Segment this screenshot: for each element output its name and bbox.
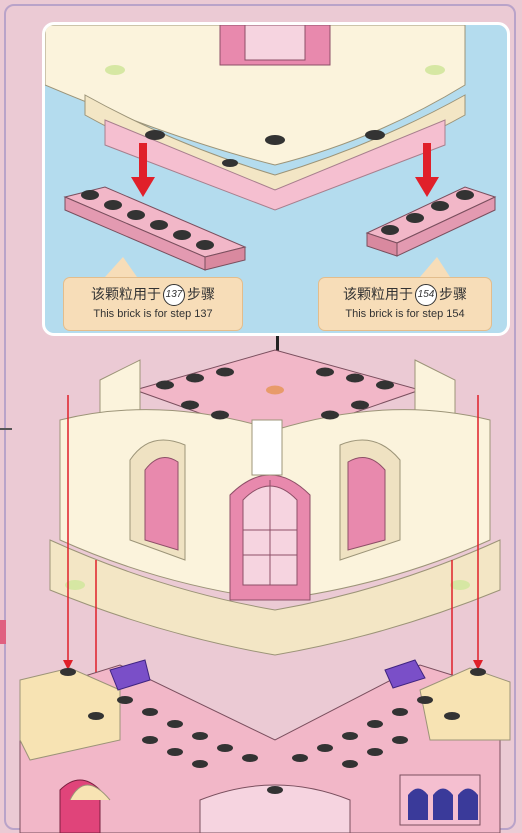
- left-edge-tab: [0, 620, 6, 644]
- tower-base-top: [45, 25, 466, 211]
- callout-en-text: This brick is for step 137: [93, 308, 213, 320]
- sub-step-illustration: [45, 25, 497, 277]
- left-edge-marker: [0, 428, 12, 430]
- callout-cn-after: 步骤: [439, 286, 467, 302]
- callout-cn-after: 步骤: [187, 286, 215, 302]
- step-number-badge: 154: [415, 284, 437, 307]
- step-number-badge: 137: [163, 284, 185, 307]
- red-arrow-right: [415, 143, 439, 197]
- callout-cn-before: 该颗粒用于: [343, 286, 413, 302]
- callout-tail-right: [420, 257, 450, 277]
- callout-tail-left: [105, 257, 137, 277]
- callout-en-text: This brick is for step 154: [345, 308, 465, 320]
- pink-plate-1x4: [365, 186, 497, 257]
- pink-plate-1x6: [63, 186, 247, 271]
- callout-cn-before: 该颗粒用于: [91, 286, 161, 302]
- red-arrow-left: [131, 143, 155, 197]
